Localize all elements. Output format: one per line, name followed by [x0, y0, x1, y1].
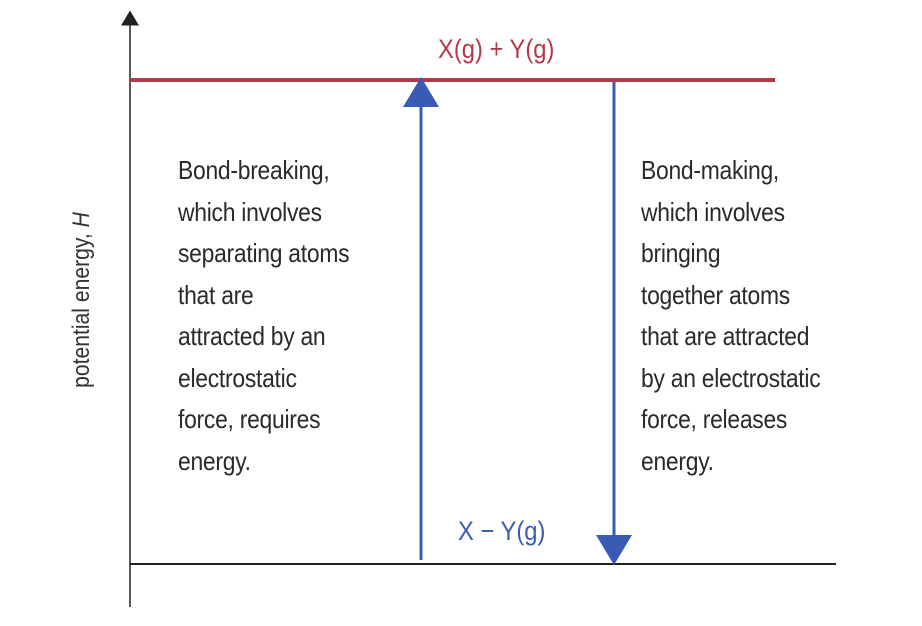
upper-level-label: X(g) + Y(g)	[438, 34, 555, 64]
text-line: force, releases	[641, 404, 788, 434]
text-line: which involves	[641, 196, 785, 227]
text-line: energy.	[178, 445, 251, 476]
text-line: by an electrostatic	[641, 362, 821, 393]
text-line: which involves	[178, 196, 322, 227]
y-axis-symbol: H	[68, 212, 95, 228]
text-line: separating atoms	[178, 238, 350, 268]
text-line: attracted by an	[178, 321, 326, 351]
y-axis-label-text: potential energy,	[68, 233, 95, 388]
text-line: Bond-breaking,	[178, 155, 330, 185]
text-line: together atoms	[641, 279, 790, 310]
text-line: electrostatic	[178, 362, 297, 393]
text-line: bringing	[641, 238, 721, 268]
text-line: that are	[178, 279, 254, 310]
lower-level-label: X − Y(g)	[458, 516, 546, 546]
text-line: energy.	[641, 445, 714, 476]
bond-breaking-description: Bond-breaking, which involves separating…	[178, 150, 350, 482]
bond-making-description: Bond-making, which involves bringing tog…	[641, 150, 821, 482]
text-line: Bond-making,	[641, 155, 780, 185]
text-line: force, requires	[178, 404, 321, 434]
text-line: that are attracted	[641, 321, 810, 351]
y-axis-label: potential energy, H	[68, 212, 96, 388]
